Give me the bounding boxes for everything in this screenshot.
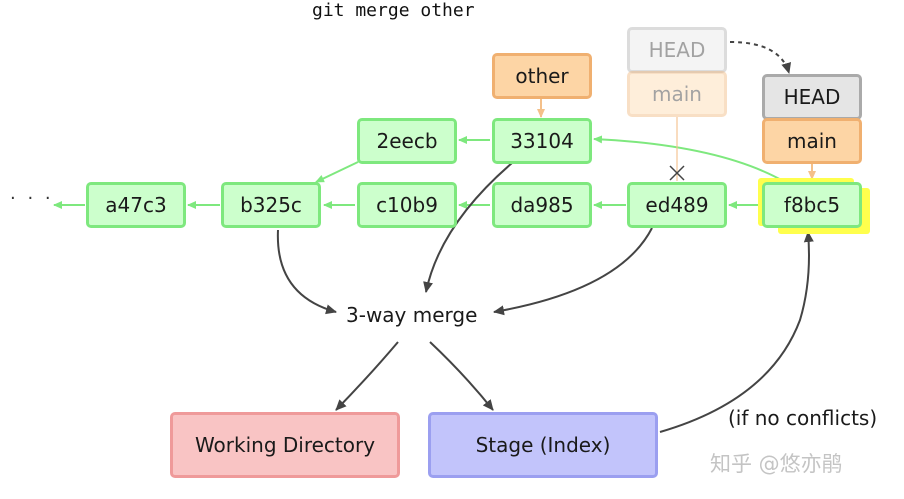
commit-da985: da985 xyxy=(492,182,592,228)
stage-index-box: Stage (Index) xyxy=(428,412,658,478)
commit-a47c3: a47c3 xyxy=(86,182,186,228)
branch-main-old: main xyxy=(627,71,727,117)
no-conflicts-label: (if no conflicts) xyxy=(728,406,878,430)
branch-pointer-arrows xyxy=(537,98,816,180)
ellipsis: · · · xyxy=(10,188,54,209)
head-new: HEAD xyxy=(762,74,862,120)
branch-other: other xyxy=(492,53,592,99)
cross-mark xyxy=(669,165,685,181)
commit-parent-arrows xyxy=(53,135,786,209)
branch-main-new: main xyxy=(762,118,862,164)
commit-33104: 33104 xyxy=(492,118,592,164)
commit-ed489: ed489 xyxy=(627,182,727,228)
working-directory-box: Working Directory xyxy=(170,412,400,478)
commit-b325c: b325c xyxy=(221,182,321,228)
commit-c10b9: c10b9 xyxy=(357,182,457,228)
three-way-merge-label: 3-way merge xyxy=(346,303,478,327)
head-move-arrow xyxy=(729,41,792,74)
commit-f8bc5: f8bc5 xyxy=(762,182,862,228)
watermark: 知乎 @悠亦鹃 xyxy=(710,452,843,476)
commit-2eecb: 2eecb xyxy=(357,118,457,164)
diagram-title: git merge other xyxy=(312,0,475,21)
head-old: HEAD xyxy=(627,27,727,73)
